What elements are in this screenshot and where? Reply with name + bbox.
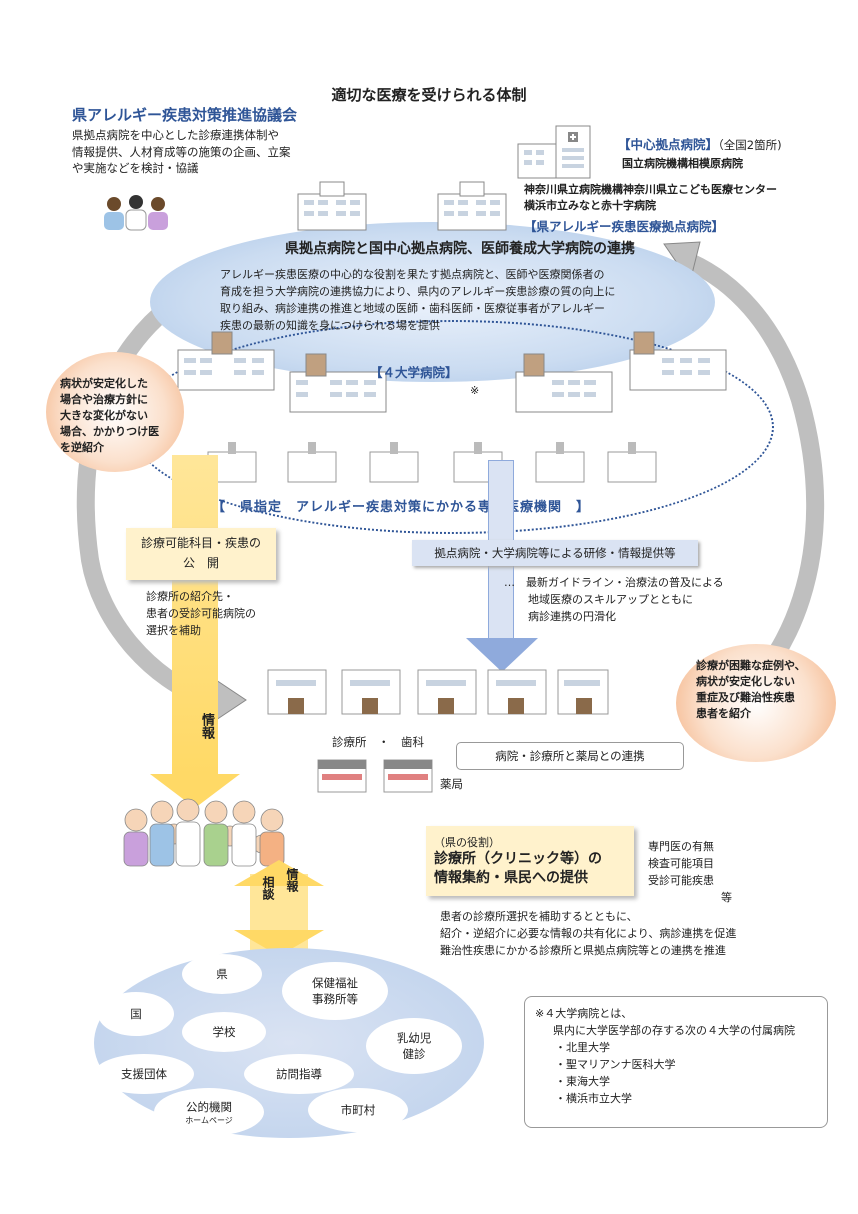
role-sub-line: 患者の診療所選択を補助するとともに、 — [440, 910, 638, 923]
bubble-line: 場合や治療方針に — [60, 393, 148, 406]
cooperation-text: アレルギー疾患医療の中心的な役割を果たす拠点病院と、医師や医療関係者の 育成を担… — [220, 266, 650, 334]
community-pref: 県 — [182, 954, 262, 994]
council-line: 県拠点病院を中心とした診療連携体制や — [72, 128, 279, 142]
info-arrow — [172, 455, 218, 775]
consult-label: 相談 — [261, 876, 275, 900]
disclose-sub-line: 患者の受診可能病院の — [146, 607, 256, 620]
center-hospital-name: 国立病院機構相模原病院 — [622, 157, 743, 170]
coop-line: 疾患の最新の知識を身につけられる場を提供 — [220, 319, 440, 332]
community-school: 学校 — [182, 1012, 266, 1052]
coop-line: 育成を担う大学病院の連携協力により、県内のアレルギー疾患診療の質の向上に — [220, 285, 616, 298]
role-item: 等 — [721, 891, 732, 904]
community-city: 市町村 — [308, 1088, 408, 1132]
role-item: 専門医の有無 — [648, 840, 714, 853]
pharmacy-link-box: 病院・診療所と薬局との連携 — [456, 742, 684, 770]
university-note-mark: ※ — [470, 384, 480, 397]
specialist-clinics — [207, 442, 657, 483]
training-sub-line: … 最新ガイドライン・治療法の普及による — [504, 576, 724, 589]
bubble-line: 診療が困難な症例や、 — [696, 659, 806, 672]
pref-hospital: 神奈川県立病院機構神奈川県立こども医療センター — [524, 183, 777, 196]
clinics-row — [267, 669, 609, 715]
cooperation-title: 県拠点病院と国中心拠点病院、医師養成大学病院の連携 — [285, 241, 635, 257]
university-hospital-icon — [629, 331, 727, 391]
training-sub-line: 病診連携の円滑化 — [528, 610, 616, 623]
bubble-line: 大きな変化がない — [60, 409, 148, 422]
community-country: 国 — [98, 992, 174, 1036]
center-hospital-icon — [517, 125, 591, 179]
role-sub-line: 難治性疾患にかかる診療所と県拠点病院等との連携を推進 — [440, 944, 726, 957]
specialist-label: 【 県指定 アレルギー疾患対策にかかる専門医療機関 】 — [212, 500, 591, 515]
pharmacy-label: 薬局 — [440, 777, 463, 791]
hospital-icon — [437, 181, 507, 231]
community-public: 公的機関 ホームページ — [154, 1088, 264, 1136]
pref-hospital: 横浜市立みなと赤十字病院 — [524, 199, 656, 212]
note-item: ・横浜市立大学 — [555, 1092, 632, 1105]
university-label: 【４大学病院】 — [370, 365, 458, 380]
council-title: 県アレルギー疾患対策推進協議会 — [72, 106, 298, 124]
community-cloud: 県 保健福祉 事務所等 国 学校 乳幼児 健診 支援団体 訪問指導 公的機関 ホ… — [94, 948, 484, 1138]
hospital-icon — [297, 181, 367, 231]
reverse-referral-bubble: 病状が安定化した 場合や治療方針に 大きな変化がない 場合、かかりつけ医 を逆紹… — [46, 352, 184, 472]
disclose-box: 診療可能科目・疾患の 公 開 — [126, 528, 276, 580]
community-visit: 訪問指導 — [244, 1054, 354, 1094]
university-hospital-icon — [177, 331, 275, 391]
training-box: 拠点病院・大学病院等による研修・情報提供等 — [412, 540, 698, 566]
public-title: 公的機関 — [186, 1099, 232, 1114]
note-desc: 県内に大学医学部の存する次の４大学の付属病院 — [553, 1024, 795, 1037]
role-sub-line: 紹介・逆紹介に必要な情報の共有化により、病診連携を促進 — [440, 927, 737, 940]
citizens-illustration — [123, 798, 285, 867]
role-item: 受診可能疾患 — [648, 874, 714, 887]
coop-line: 取り組み、病診連携の推進と地域の医師・歯科医師・医療従事者がアレルギー — [220, 302, 605, 315]
note-box: ※４大学病院とは、 県内に大学医学部の存する次の４大学の付属病院 ・北里大学 ・… — [524, 996, 828, 1128]
university-hospital-icon — [289, 353, 387, 413]
role-line1: 診療所（クリニック等）の — [434, 851, 602, 867]
bubble-line: を逆紹介 — [60, 441, 104, 454]
center-hospital-title: 【中心拠点病院】（全国2箇所) — [618, 134, 782, 153]
disclose-line1: 診療可能科目・疾患の — [140, 536, 261, 550]
disclose-sub-line: 診療所の紹介先・ — [146, 590, 234, 603]
council-line: や実施などを検討・協議 — [72, 161, 199, 175]
pharmacy-icons — [317, 759, 433, 793]
role-item: 検査可能項目 — [648, 857, 714, 870]
bubble-line: 病状が安定化しない — [696, 675, 795, 688]
role-small: （県の役割） — [434, 836, 500, 849]
training-sub-line: 地域医療のスキルアップとともに — [528, 593, 693, 606]
page-title: 適切な医療を受けられる体制 — [331, 86, 527, 104]
coop-line: アレルギー疾患医療の中心的な役割を果たす拠点病院と、医師や医療関係者の — [220, 268, 605, 281]
community-health: 保健福祉 事務所等 — [282, 962, 388, 1020]
center-title-label: 【中心拠点病院】 — [618, 137, 719, 152]
note-title: ※４大学病院とは、 — [535, 1007, 633, 1020]
info-label: 情報 — [285, 868, 299, 892]
role-items: 専門医の有無 検査可能項目 受診可能疾患 等 — [648, 838, 738, 906]
bubble-line: 病状が安定化した — [60, 377, 148, 390]
note-item: ・北里大学 — [555, 1041, 610, 1054]
council-line: 情報提供、人材育成等の施策の企画、立案 — [72, 144, 291, 159]
community-infant: 乳幼児 健診 — [366, 1018, 462, 1074]
pref-role-box: （県の役割） 診療所（クリニック等）の 情報集約・県民への提供 — [426, 826, 634, 896]
pref-base-label: 【県アレルギー疾患医療拠点病院】 — [524, 219, 725, 234]
disclose-sub-line: 選択を補助 — [146, 624, 201, 637]
role-line2: 情報集約・県民への提供 — [434, 870, 588, 886]
training-sub: … 最新ガイドライン・治療法の普及による 地域医療のスキルアップとともに 病診連… — [504, 574, 774, 625]
public-sub: ホームページ — [185, 1115, 233, 1125]
bubble-line: 重症及び難治性疾患 — [696, 691, 795, 704]
council-text: 県拠点病院を中心とした診療連携体制や 情報提供、人材育成等の施策の企画、立案 や… — [72, 127, 312, 177]
role-sub: 患者の診療所選択を補助するとともに、 紹介・逆紹介に必要な情報の共有化により、病… — [440, 908, 820, 959]
disclose-line2: 公 開 — [182, 556, 219, 570]
info-arrow-label: 情報 — [199, 713, 214, 739]
community-support: 支援団体 — [94, 1054, 194, 1094]
referral-bubble: 診療が困難な症例や、 病状が安定化しない 重症及び難治性疾患 患者を紹介 — [676, 644, 836, 762]
pref-hospital-list: 神奈川県立病院機構神奈川県立こども医療センター 横浜市立みなと赤十字病院 — [524, 182, 777, 214]
training-arrow-head — [466, 638, 538, 672]
clinic-label: 診療所 ・ 歯科 — [332, 735, 424, 749]
university-hospital-icon — [515, 353, 613, 413]
note-item: ・東海大学 — [555, 1075, 610, 1088]
disclose-sub: 診療所の紹介先・ 患者の受診可能病院の 選択を補助 — [146, 588, 306, 639]
consult-arrow-up — [234, 860, 324, 886]
meeting-illustration — [104, 195, 168, 231]
bubble-line: 患者を紹介 — [696, 707, 751, 720]
center-count: （全国2箇所) — [718, 138, 782, 152]
note-item: ・聖マリアンナ医科大学 — [555, 1058, 676, 1071]
bubble-line: 場合、かかりつけ医 — [60, 425, 160, 438]
